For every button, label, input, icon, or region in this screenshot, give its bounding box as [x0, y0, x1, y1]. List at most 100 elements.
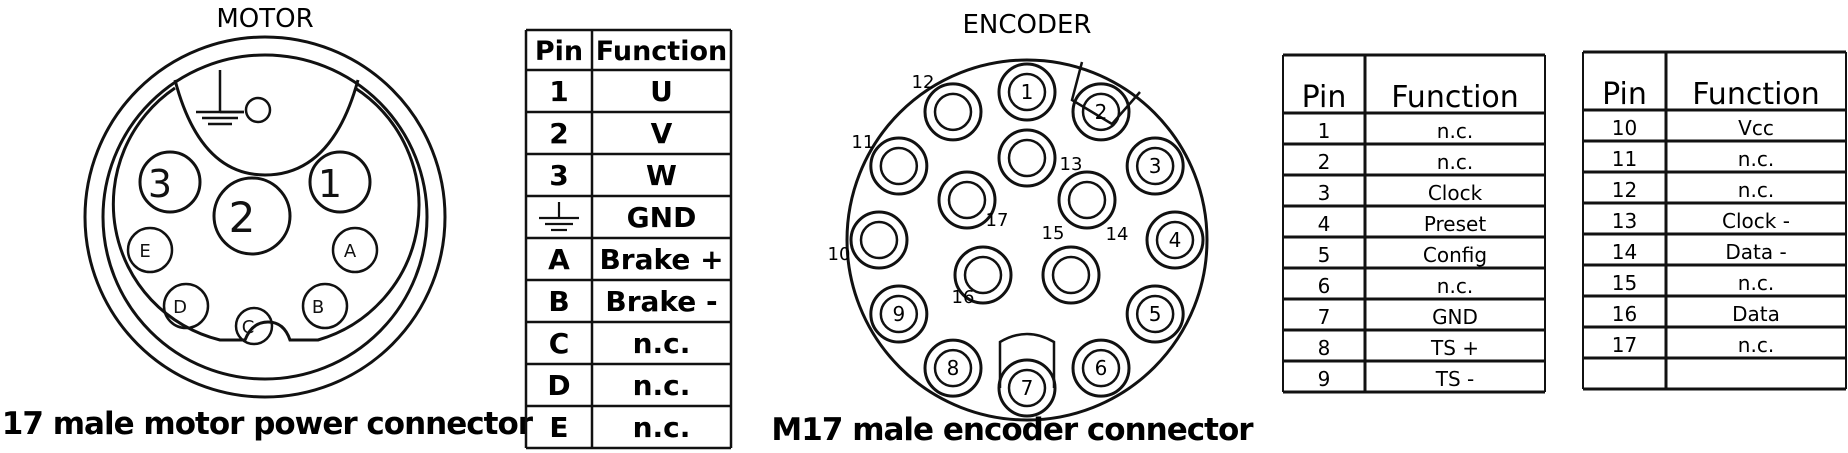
- encoder-connector-face: [845, 58, 1209, 422]
- motor-connector-face: [83, 35, 447, 399]
- encoder-pin-label-7: 7: [1021, 376, 1034, 400]
- encoder-table-function-cell: Vcc: [1738, 116, 1774, 140]
- encoder-pin-14: [1057, 170, 1117, 230]
- motor-table-pin-cell: B: [548, 285, 569, 318]
- encoder-table-pin-cell: 2: [1318, 150, 1331, 174]
- encoder-table-pin-cell: 16: [1612, 302, 1637, 326]
- motor-ground-pin: [244, 96, 272, 124]
- encoder-table-function-cell: n.c.: [1437, 274, 1473, 298]
- encoder-table-function-cell: Clock -: [1722, 209, 1790, 233]
- encoder-table-pin-cell: 5: [1318, 243, 1331, 267]
- motor-pin-d: [162, 282, 210, 330]
- motor-table-pin-cell: 1: [549, 75, 568, 108]
- encoder-table-function-cell: GND: [1432, 305, 1478, 329]
- motor-pin-labels: 1 2 3 A B C D E: [139, 162, 357, 338]
- encoder-pin-4: [1145, 210, 1205, 270]
- encoder-table-pin-cell: 12: [1612, 178, 1637, 202]
- encoder-outer-ring: [845, 58, 1209, 422]
- motor-ground-notch: [173, 79, 360, 177]
- encoder-heading: ENCODER: [962, 10, 1091, 40]
- encoder-table-right-grid: [1582, 50, 1847, 391]
- encoder-table-pin-cell: 7: [1318, 305, 1331, 329]
- motor-pin-e: [126, 226, 174, 274]
- encoder-table-pin-cell: 6: [1318, 274, 1331, 298]
- encoder-pin-label-17: 17: [986, 210, 1009, 231]
- encoder-pin-label-1: 1: [1021, 80, 1034, 104]
- encoder-pin-label-8: 8: [947, 356, 960, 380]
- motor-table-pin-cell: A: [548, 243, 570, 276]
- motor-pin-label-c: C: [242, 317, 255, 338]
- encoder-pin-label-6: 6: [1095, 356, 1108, 380]
- encoder-table-left-grid: [1282, 53, 1546, 394]
- encoder-table-function-cell: n.c.: [1738, 271, 1774, 295]
- motor-inner-ring: [101, 53, 429, 381]
- encoder-pin-6: [1071, 338, 1131, 398]
- motor-table-function-cell: U: [650, 75, 673, 108]
- encoder-table-function-cell: Preset: [1424, 212, 1487, 236]
- encoder-table-pin-cell: 3: [1318, 181, 1331, 205]
- motor-pin-label-3: 3: [148, 162, 172, 206]
- ground-icon: [539, 202, 579, 232]
- motor-pin-label-2: 2: [229, 193, 256, 242]
- encoder-pin-label-2: 2: [1095, 100, 1108, 124]
- encoder-table-function-cell: Data: [1732, 302, 1780, 326]
- motor-table-pin-cell: E: [549, 411, 568, 444]
- encoder-pin-5: [1125, 284, 1185, 344]
- motor-table-function-cell: GND: [627, 201, 697, 234]
- motor-section: MOTOR 1: [0, 4, 535, 442]
- motor-table-function-cell: n.c.: [633, 411, 691, 444]
- motor-pin-label-b: B: [312, 297, 324, 318]
- encoder-pin-label-11: 11: [851, 132, 874, 153]
- encoder-table-function-cell: Clock: [1428, 181, 1483, 205]
- encoder-table-pin-cell: 10: [1612, 116, 1637, 140]
- encoder-table-function-cell: Data -: [1725, 240, 1786, 264]
- encoder-pin-label-16: 16: [952, 287, 975, 308]
- motor-pin-c: [234, 306, 274, 346]
- encoder-table-function-cell: n.c.: [1738, 147, 1774, 171]
- motor-table-grid: [524, 28, 733, 450]
- motor-heading: MOTOR: [216, 4, 313, 34]
- motor-caption: M17 male motor power connector: [0, 406, 534, 442]
- encoder-table-pin-cell: 1: [1318, 119, 1331, 143]
- motor-pin-label-a: A: [344, 241, 357, 262]
- encoder-pin-label-10: 10: [828, 244, 851, 265]
- motor-table-header-function: Function: [596, 36, 727, 67]
- encoder-pin-3: [1125, 136, 1185, 196]
- encoder-pin-label-9: 9: [892, 302, 905, 326]
- motor-pin-a: [331, 226, 379, 274]
- encoder-pin-2: [1071, 82, 1131, 142]
- encoder-pin-label-4: 4: [1169, 228, 1182, 252]
- motor-pin-label-e: E: [139, 241, 150, 262]
- encoder-table-pin-cell: 8: [1318, 336, 1331, 360]
- encoder-pin-12: [923, 82, 983, 142]
- motor-pin-b: [301, 282, 349, 330]
- encoder-table-header-pin: Pin: [1602, 77, 1647, 112]
- encoder-pin-label-5: 5: [1149, 302, 1162, 326]
- motor-outer-ring: [83, 35, 447, 399]
- encoder-pin-16: [953, 245, 1013, 305]
- encoder-pin-label-14: 14: [1106, 224, 1129, 245]
- encoder-pin-label-13: 13: [1060, 154, 1083, 175]
- encoder-table-function-cell: Config: [1423, 243, 1487, 267]
- encoder-table-pin-cell: 13: [1612, 209, 1637, 233]
- encoder-pin-label-12: 12: [912, 72, 935, 93]
- motor-table-function-cell: n.c.: [633, 327, 691, 360]
- motor-table-function-cell: n.c.: [633, 369, 691, 402]
- encoder-pin-8: [923, 338, 983, 398]
- motor-pin-3: [138, 150, 202, 214]
- encoder-table-function-cell: n.c.: [1738, 178, 1774, 202]
- motor-pin-2: [212, 176, 292, 256]
- motor-table-header-pin: Pin: [535, 36, 583, 67]
- motor-insert-outline: [111, 86, 421, 342]
- encoder-table-header-function: Function: [1692, 77, 1820, 112]
- encoder-table-header-function: Function: [1391, 80, 1519, 115]
